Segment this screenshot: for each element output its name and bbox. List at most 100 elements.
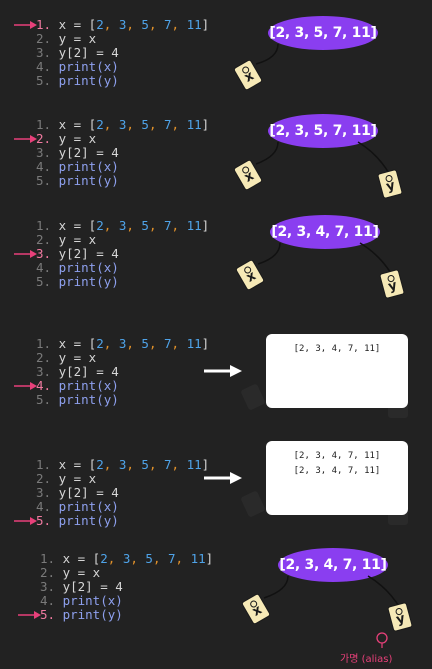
code-line: 5. print(y) (36, 275, 209, 289)
line-number: 4. (36, 499, 59, 514)
code-line: 2. y = x (36, 233, 209, 247)
code-token: x = [ (58, 117, 97, 132)
line-number: 3. (36, 145, 59, 160)
code-token: 7 (168, 551, 176, 566)
code-text: print(y) (58, 513, 119, 528)
code-token: , (171, 457, 187, 472)
x-string (263, 575, 289, 599)
current-line-arrow-icon (14, 250, 37, 258)
code-token: x = [ (58, 17, 97, 32)
list-object: [2, 3, 4, 7, 11] (270, 215, 380, 249)
code-line: 2. y = x (36, 132, 209, 146)
line-number: 4. (40, 593, 63, 608)
ghost-tag-x (240, 383, 266, 411)
code-line: 2. y = x (36, 472, 209, 486)
code-token: ] (201, 17, 210, 32)
code-token: 5 (141, 457, 149, 472)
code-line: 1. x = [2, 3, 5, 7, 11] (36, 219, 209, 233)
code-line: 3. y[2] = 4 (36, 247, 209, 261)
line-number: 5. (36, 274, 59, 289)
code-token: , (148, 336, 164, 351)
current-line-arrow-icon (14, 517, 37, 525)
code-token: 3 (122, 551, 131, 566)
code-line: 1. x = [2, 3, 5, 7, 11] (36, 337, 209, 351)
code-text: y[2] = 4 (58, 485, 119, 500)
x-string (255, 141, 279, 165)
ghost-tag-x (240, 490, 266, 518)
code-text: y = x (58, 31, 97, 46)
code-token: ] (205, 551, 214, 566)
code-token: , (126, 117, 142, 132)
code-token: x = [ (58, 457, 97, 472)
code-text: y = x (58, 131, 97, 146)
alias-circle-icon (376, 632, 388, 648)
console-line: [2, 3, 4, 7, 11] (293, 344, 381, 354)
code-text: y = x (58, 350, 97, 365)
line-number: 1. (36, 17, 59, 32)
code-text: print(x) (62, 593, 123, 608)
current-line-arrow-icon (14, 21, 37, 29)
code-token: x = [ (58, 336, 97, 351)
code-token: 5 (141, 218, 149, 233)
code-token: , (126, 17, 142, 32)
code-token: 11 (186, 117, 202, 132)
code-token: 2 (96, 457, 104, 472)
code-line: 5. print(y) (36, 393, 209, 407)
code-token: , (126, 218, 142, 233)
code-line: 5. print(y) (36, 514, 209, 528)
variable-tag-y: y (386, 601, 414, 633)
line-number: 3. (36, 485, 59, 500)
code-token: , (171, 17, 187, 32)
code-token: 2 (96, 17, 104, 32)
code-line: 3. y[2] = 4 (36, 146, 209, 160)
code-line: 1. x = [2, 3, 5, 7, 11] (36, 118, 209, 132)
code-token: , (171, 117, 187, 132)
line-number: 2. (36, 31, 59, 46)
code-line: 4. print(x) (36, 500, 209, 514)
code-token: 7 (164, 117, 172, 132)
line-number: 1. (36, 218, 59, 233)
variable-tag-y: y (378, 268, 406, 300)
console-output: [2, 3, 4, 7, 11][2, 3, 4, 7, 11] (266, 441, 408, 515)
code-text: print(y) (62, 607, 123, 622)
code-token: 3 (118, 218, 127, 233)
variable-tag-y: y (376, 168, 404, 200)
code-token: , (171, 336, 187, 351)
line-number: 2. (40, 565, 63, 580)
code-token: 5 (141, 17, 149, 32)
code-token: , (148, 117, 164, 132)
line-number: 4. (36, 378, 59, 393)
code-token: 3 (118, 336, 127, 351)
code-line: 1. x = [2, 3, 5, 7, 11] (40, 552, 213, 566)
line-number: 2. (36, 471, 59, 486)
line-number: 3. (36, 246, 59, 261)
code-token: x = [ (58, 218, 97, 233)
code-text: y[2] = 4 (62, 579, 123, 594)
code-text: print(y) (58, 173, 119, 188)
code-token: 2 (96, 336, 104, 351)
code-text: print(x) (58, 499, 119, 514)
line-number: 3. (36, 45, 59, 60)
code-text: print(y) (58, 73, 119, 88)
code-line: 5. print(y) (36, 74, 209, 88)
code-token: , (126, 457, 142, 472)
code-token: , (103, 336, 119, 351)
code-line: 4. print(x) (40, 594, 213, 608)
line-number: 5. (36, 392, 59, 407)
code-text: y[2] = 4 (58, 145, 119, 160)
line-number: 5. (36, 513, 59, 528)
code-line: 3. y[2] = 4 (40, 580, 213, 594)
x-string (255, 43, 279, 65)
code-token: , (148, 17, 164, 32)
code-token: ] (201, 218, 210, 233)
code-text: y = x (62, 565, 101, 580)
console-line: [2, 3, 4, 7, 11] (293, 466, 381, 476)
list-object: [2, 3, 5, 7, 11] (268, 16, 378, 50)
current-line-arrow-icon (14, 135, 37, 143)
code-line: 3. y[2] = 4 (36, 486, 209, 500)
alias-label: 가명 (alias) (340, 654, 393, 665)
code-token: , (152, 551, 168, 566)
